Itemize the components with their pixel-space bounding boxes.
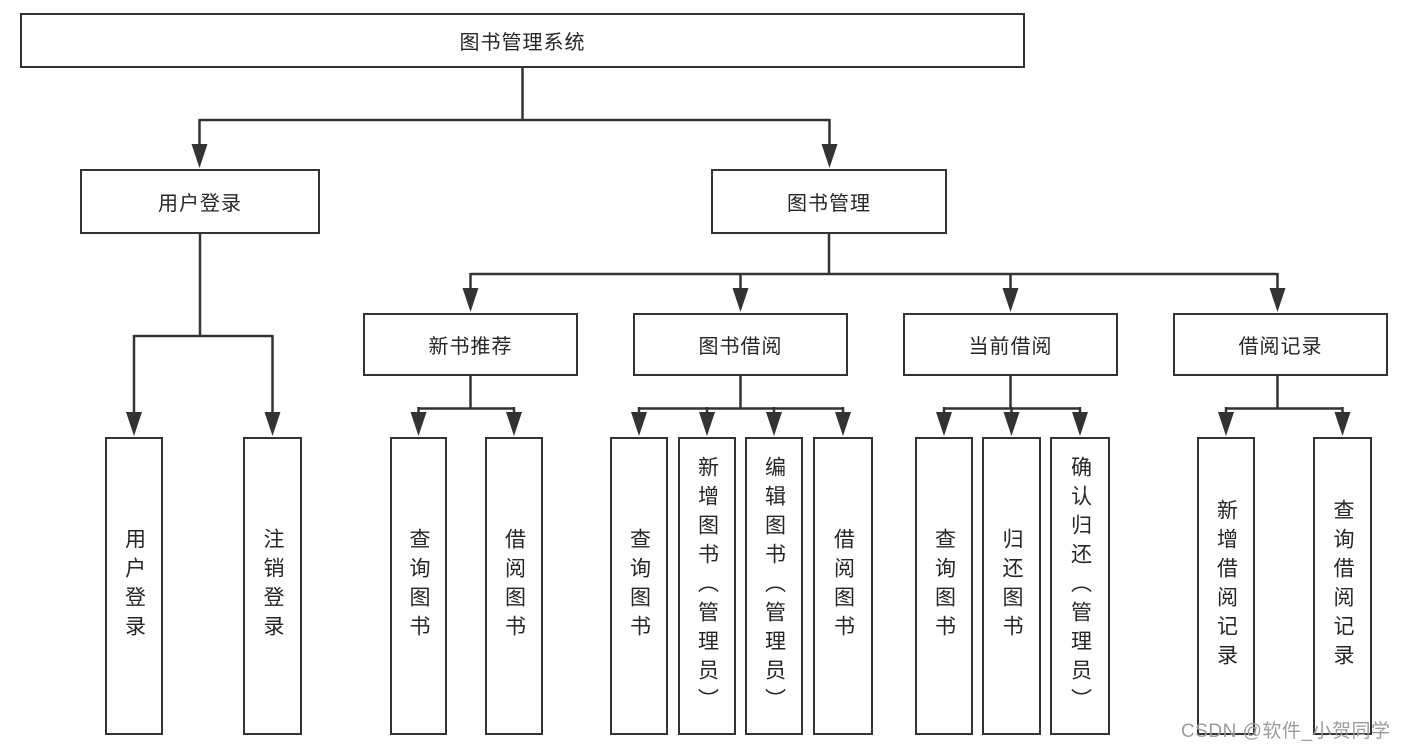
leaf-borrow-books: 借阅图书 xyxy=(813,437,873,735)
node-current-borrowing: 当前借阅 xyxy=(903,313,1118,376)
node-new-book-recommend: 新书推荐 xyxy=(363,313,578,376)
leaf-confirm-return-admin-label: 确认归还（管理员） xyxy=(1068,455,1092,717)
leaf-logout-label: 注销登录 xyxy=(261,528,284,644)
leaf-borrow-books-label: 借阅图书 xyxy=(831,528,855,644)
node-root: 图书管理系统 xyxy=(20,13,1025,68)
leaf-add-borrow-record: 新增借阅记录 xyxy=(1197,437,1255,735)
leaf-query-borrow-record: 查询借阅记录 xyxy=(1313,437,1372,735)
leaf-return-books: 归还图书 xyxy=(982,437,1041,735)
node-new-book-recommend-label: 新书推荐 xyxy=(428,336,513,358)
node-root-label: 图书管理系统 xyxy=(459,32,586,54)
leaf-add-books-admin: 新增图书（管理员） xyxy=(678,437,736,735)
node-borrowing-records: 借阅记录 xyxy=(1173,313,1388,376)
leaf-query-books-recommend-label: 查询图书 xyxy=(407,528,430,644)
node-current-borrowing-label: 当前借阅 xyxy=(968,336,1053,358)
node-user-login-label: 用户登录 xyxy=(158,193,242,215)
node-book-management-label: 图书管理 xyxy=(787,193,871,215)
node-user-login: 用户登录 xyxy=(80,169,320,234)
leaf-add-books-admin-label: 新增图书（管理员） xyxy=(695,455,719,717)
node-book-management: 图书管理 xyxy=(711,169,947,234)
leaf-return-books-label: 归还图书 xyxy=(1000,528,1023,644)
arrowheads xyxy=(126,144,1351,436)
leaf-query-books-borrowing-label: 查询图书 xyxy=(627,528,651,644)
leaf-borrow-books-recommend-label: 借阅图书 xyxy=(502,528,526,644)
leaf-confirm-return-admin: 确认归还（管理员） xyxy=(1050,437,1110,735)
leaf-query-books-borrowing: 查询图书 xyxy=(610,437,668,735)
leaf-edit-books-admin-label: 编辑图书（管理员） xyxy=(762,455,786,717)
node-borrowing-records-label: 借阅记录 xyxy=(1238,336,1323,358)
leaf-query-books-current: 查询图书 xyxy=(915,437,973,735)
leaf-borrow-books-recommend: 借阅图书 xyxy=(485,437,543,735)
leaf-edit-books-admin: 编辑图书（管理员） xyxy=(745,437,803,735)
leaf-user-login: 用户登录 xyxy=(105,437,163,735)
leaf-add-borrow-record-label: 新增借阅记录 xyxy=(1214,499,1238,673)
leaf-query-borrow-record-label: 查询借阅记录 xyxy=(1331,499,1354,673)
node-book-borrowing: 图书借阅 xyxy=(633,313,848,376)
leaf-logout: 注销登录 xyxy=(243,437,302,735)
watermark: CSDN @软件_小贺同学 xyxy=(1181,721,1391,742)
leaf-query-books-recommend: 查询图书 xyxy=(390,437,447,735)
leaf-user-login-label: 用户登录 xyxy=(122,528,146,644)
leaf-query-books-current-label: 查询图书 xyxy=(932,528,956,644)
node-book-borrowing-label: 图书借阅 xyxy=(698,336,783,358)
